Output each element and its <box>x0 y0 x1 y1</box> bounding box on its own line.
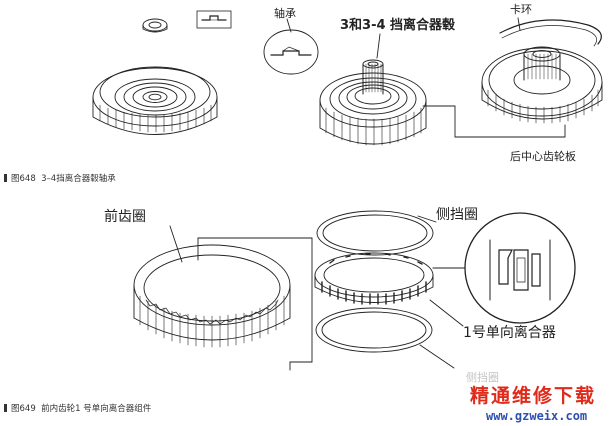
leader-rear-sun-gear-plate <box>422 105 566 138</box>
one-way-clutch-detail-inset <box>432 212 576 324</box>
snap-ring-drawing <box>499 19 602 47</box>
leader-bearing <box>286 18 292 33</box>
hub-drum-drawing-left <box>92 66 218 135</box>
bearing-profile-inset-left <box>196 10 232 29</box>
label-side-retainer-2: 侧挡圈 <box>466 371 499 384</box>
caption-marker <box>4 404 7 412</box>
leader-side-retainer-2 <box>419 344 455 369</box>
label-hub: 3和3-4 挡离合器毂 <box>340 18 456 33</box>
label-snap-ring: 卡环 <box>510 3 532 16</box>
side-retainer-bottom-drawing <box>315 307 433 353</box>
watermark-url: www.gzweix.com <box>486 409 588 423</box>
one-way-clutch-drawing <box>314 252 434 305</box>
label-front-ring-gear: 前齿圈 <box>104 209 146 225</box>
caption-number: 图648 <box>11 174 36 184</box>
caption-figure-649: 图649 前内齿轮1 号单向离合器组件 <box>4 404 151 414</box>
caption-text: 前内齿轮1 号单向离合器组件 <box>41 404 152 414</box>
leader-front-ring-gear <box>169 225 183 263</box>
caption-text: 3–4挡离合器毂轴承 <box>41 174 116 184</box>
leader-snap-ring <box>517 17 521 31</box>
front-ring-gear-drawing <box>133 244 291 348</box>
label-side-retainer: 侧挡圈 <box>436 207 478 223</box>
bearing-washer-small <box>142 18 168 33</box>
side-retainer-top-drawing <box>316 210 434 256</box>
leader-hub <box>376 33 381 59</box>
caption-figure-648: 图648 3–4挡离合器毂轴承 <box>4 174 116 184</box>
rear-sun-gear-plate-drawing <box>481 46 603 124</box>
hub-drum-drawing-middle <box>319 59 427 146</box>
connector-gear-to-clutch <box>197 237 313 371</box>
label-one-way-clutch: 1号单向离合器 <box>463 325 556 341</box>
watermark-site-name: 精通维修下载 <box>470 385 597 407</box>
bearing-profile-inset-mid <box>263 29 319 75</box>
label-bearing: 轴承 <box>274 7 296 20</box>
caption-marker <box>4 174 7 182</box>
label-rear-sun-gear-plate: 后中心齿轮板 <box>510 150 576 163</box>
leader-side-retainer <box>417 215 437 223</box>
caption-number: 图649 <box>11 404 36 414</box>
leader-one-way-clutch <box>429 299 464 327</box>
